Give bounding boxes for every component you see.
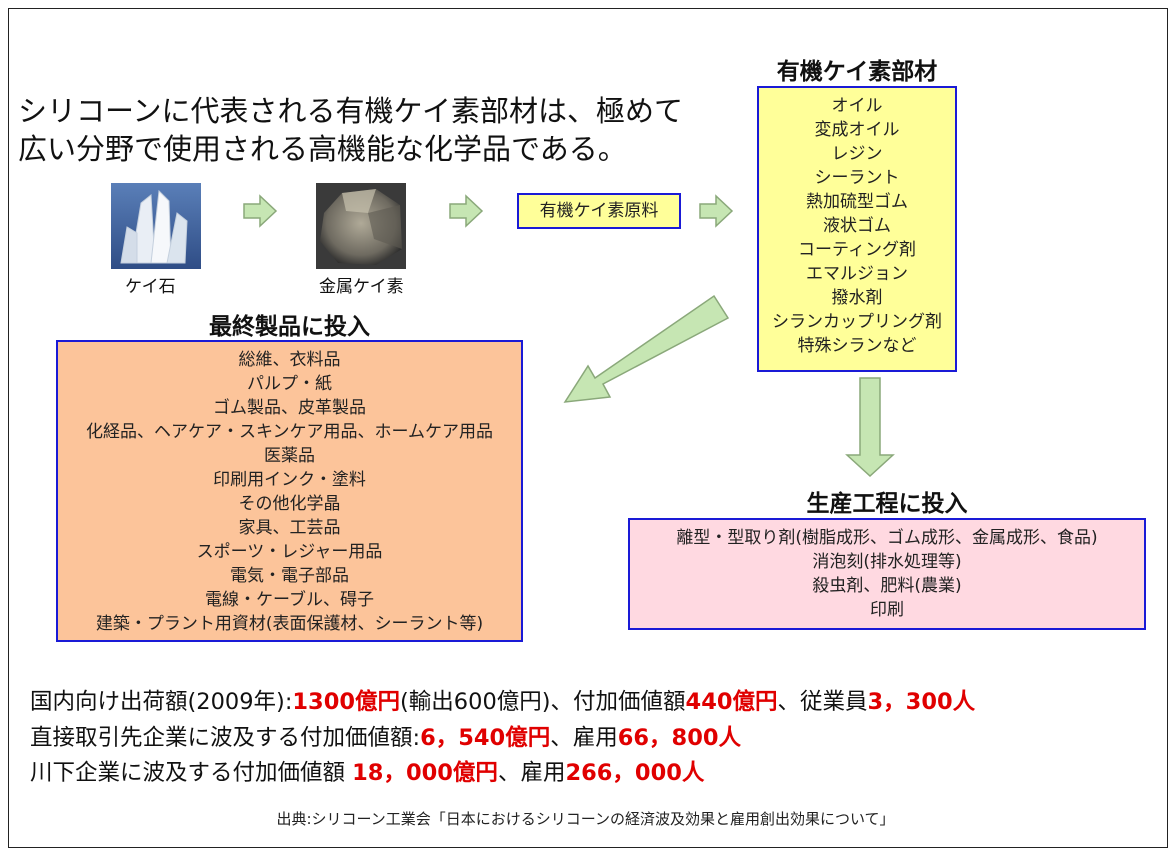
stats-text: 、雇用: [550, 725, 618, 751]
organosilicon-item: コーティング剤: [798, 240, 916, 260]
organosilicon-item: オイル: [831, 96, 883, 116]
raw-material-box: 有機ケイ素原料: [517, 193, 681, 229]
raw-material-label: 有機ケイ素原料: [539, 201, 659, 221]
final-product-item: 建築・プラント用資材(表面保護材、シーラント等): [95, 614, 484, 634]
arrow-quartz-to-metal: [243, 194, 278, 228]
production-item: 消泡刻(排水処理等): [812, 552, 962, 572]
organosilicon-item: シーラント: [814, 168, 900, 188]
stats-value: 266，000人: [565, 760, 705, 786]
organosilicon-box: オイル 変成オイル レジン シーラント 熱加硫型ゴム 液状ゴム コーティング剤 …: [757, 86, 957, 372]
arrow-raw-to-organosilicon: [699, 194, 734, 228]
stats-text: 国内向け出荷額(2009年):: [30, 689, 293, 715]
production-item: 殺虫剤、肥料(農業): [812, 576, 962, 596]
production-box: 離型・型取り剤(樹脂成形、ゴム成形、金属成形、食品) 消泡刻(排水処理等) 殺虫…: [628, 518, 1146, 630]
production-title: 生産工程に投入: [806, 491, 968, 517]
organosilicon-item: 熱加硫型ゴム: [806, 192, 908, 212]
organosilicon-item: 変成オイル: [814, 120, 900, 140]
final-product-item: 総維、衣料品: [238, 350, 341, 370]
organosilicon-item: レジン: [831, 144, 883, 164]
quartz-image: [111, 183, 201, 269]
organosilicon-item: 撥水剤: [831, 288, 883, 308]
organosilicon-item: シランカップリング剤: [772, 312, 942, 332]
headline-line-1: シリコーンに代表される有機ケイ素部材は、極めて: [18, 94, 683, 128]
stats-value: 440億円: [685, 689, 778, 715]
final-products-title: 最終製品に投入: [209, 314, 370, 340]
headline: シリコーンに代表される有機ケイ素部材は、極めて 広い分野で使用される高機能な化学…: [18, 92, 683, 168]
final-product-item: 化経品、ヘアケア・スキンケア用品、ホームケア用品: [86, 422, 493, 442]
arrow-metal-to-raw: [449, 194, 484, 228]
metal-silicon-label: 金属ケイ素: [319, 277, 404, 297]
metal-silicon-image: [316, 183, 406, 269]
stats-value: 3，300人: [867, 689, 976, 715]
quartz-label: ケイ石: [125, 277, 176, 297]
stats-value: 1300億円: [292, 689, 401, 715]
organosilicon-title: 有機ケイ素部材: [776, 59, 938, 85]
production-item: 印刷: [870, 600, 904, 620]
stats-text: 、従業員: [777, 689, 868, 715]
stats-line-1: 国内向け出荷額(2009年):1300億円(輸出600億円)、付加価値額440億…: [30, 684, 975, 716]
arrow-to-production: [845, 377, 895, 478]
final-product-item: スポーツ・レジャー用品: [196, 542, 383, 562]
stats-text: 川下企業に波及する付加価値額: [30, 760, 353, 786]
stats-text: 、雇用: [497, 760, 566, 786]
organosilicon-item: エマルジョン: [806, 264, 908, 284]
final-products-box: 総維、衣料品 パルプ・紙 ゴム製品、皮革製品 化経品、ヘアケア・スキンケア用品、…: [56, 340, 523, 642]
final-product-item: 家具、工芸品: [238, 518, 341, 538]
final-product-item: その他化学晶: [238, 494, 341, 514]
headline-line-2: 広い分野で使用される高機能な化学品である。: [18, 132, 627, 166]
final-product-item: 電気・電子部品: [230, 566, 349, 586]
final-product-item: 電線・ケーブル、碍子: [205, 590, 374, 610]
production-item: 離型・型取り剤(樹脂成形、ゴム成形、金属成形、食品): [676, 528, 1098, 548]
organosilicon-item: 特殊シランなど: [797, 336, 917, 356]
stats-line-3: 川下企業に波及する付加価値額 18，000億円、雇用266，000人: [30, 755, 704, 787]
organosilicon-item: 液状ゴム: [823, 216, 891, 236]
stats-value: 18，000億円: [352, 760, 498, 786]
final-product-item: ゴム製品、皮革製品: [213, 398, 366, 418]
source-citation: 出典:シリコーン工業会「日本におけるシリコーンの経済波及効果と雇用創出効果につい…: [276, 810, 895, 828]
stats-text: (輸出600億円)、付加価値額: [400, 689, 686, 715]
final-product-item: 医薬品: [264, 446, 315, 466]
final-product-item: 印刷用インク・塗料: [213, 470, 366, 490]
arrow-to-final-products: [563, 294, 730, 403]
stats-line-2: 直接取引先企業に波及する付加価値額:6，540億円、雇用66，800人: [30, 720, 741, 752]
stats-value: 66，800人: [617, 725, 742, 751]
stats-value: 6，540億円: [420, 725, 551, 751]
stats-text: 直接取引先企業に波及する付加価値額:: [30, 725, 421, 751]
final-product-item: パルプ・紙: [247, 374, 332, 394]
